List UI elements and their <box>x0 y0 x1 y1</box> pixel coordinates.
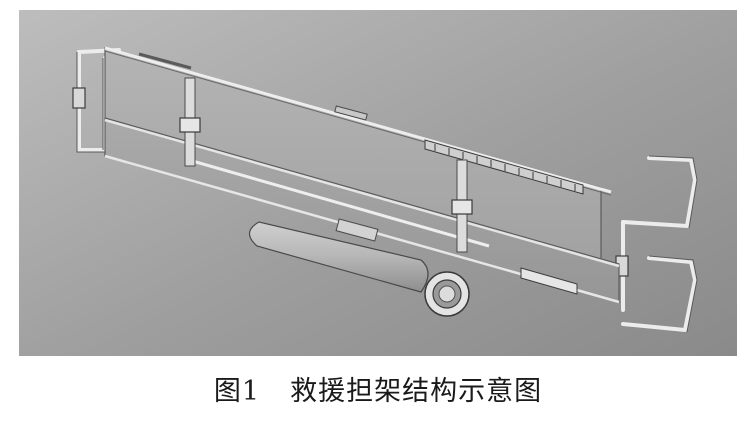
middle-latch <box>334 105 368 121</box>
figure-number: 图1 <box>213 375 261 407</box>
stretcher-figure <box>19 10 737 356</box>
right-strap-buckle <box>451 199 473 215</box>
rolled-cylinder <box>248 218 470 317</box>
upper-slot-left <box>138 52 192 70</box>
stretcher-drawing <box>19 10 737 356</box>
left-clamp <box>72 87 86 109</box>
lower-handle-slot <box>520 267 578 295</box>
inner-crossbar <box>188 158 490 248</box>
figure-caption: 图1 救援担架结构示意图 <box>0 368 756 408</box>
left-frame-outline <box>76 52 105 153</box>
right-frame-outline <box>648 155 698 333</box>
figure-title: 救援担架结构示意图 <box>290 375 543 407</box>
left-strap-buckle <box>179 117 201 133</box>
rack-strip <box>424 139 584 195</box>
upper-rail <box>104 46 612 194</box>
rack-teeth <box>434 144 576 191</box>
